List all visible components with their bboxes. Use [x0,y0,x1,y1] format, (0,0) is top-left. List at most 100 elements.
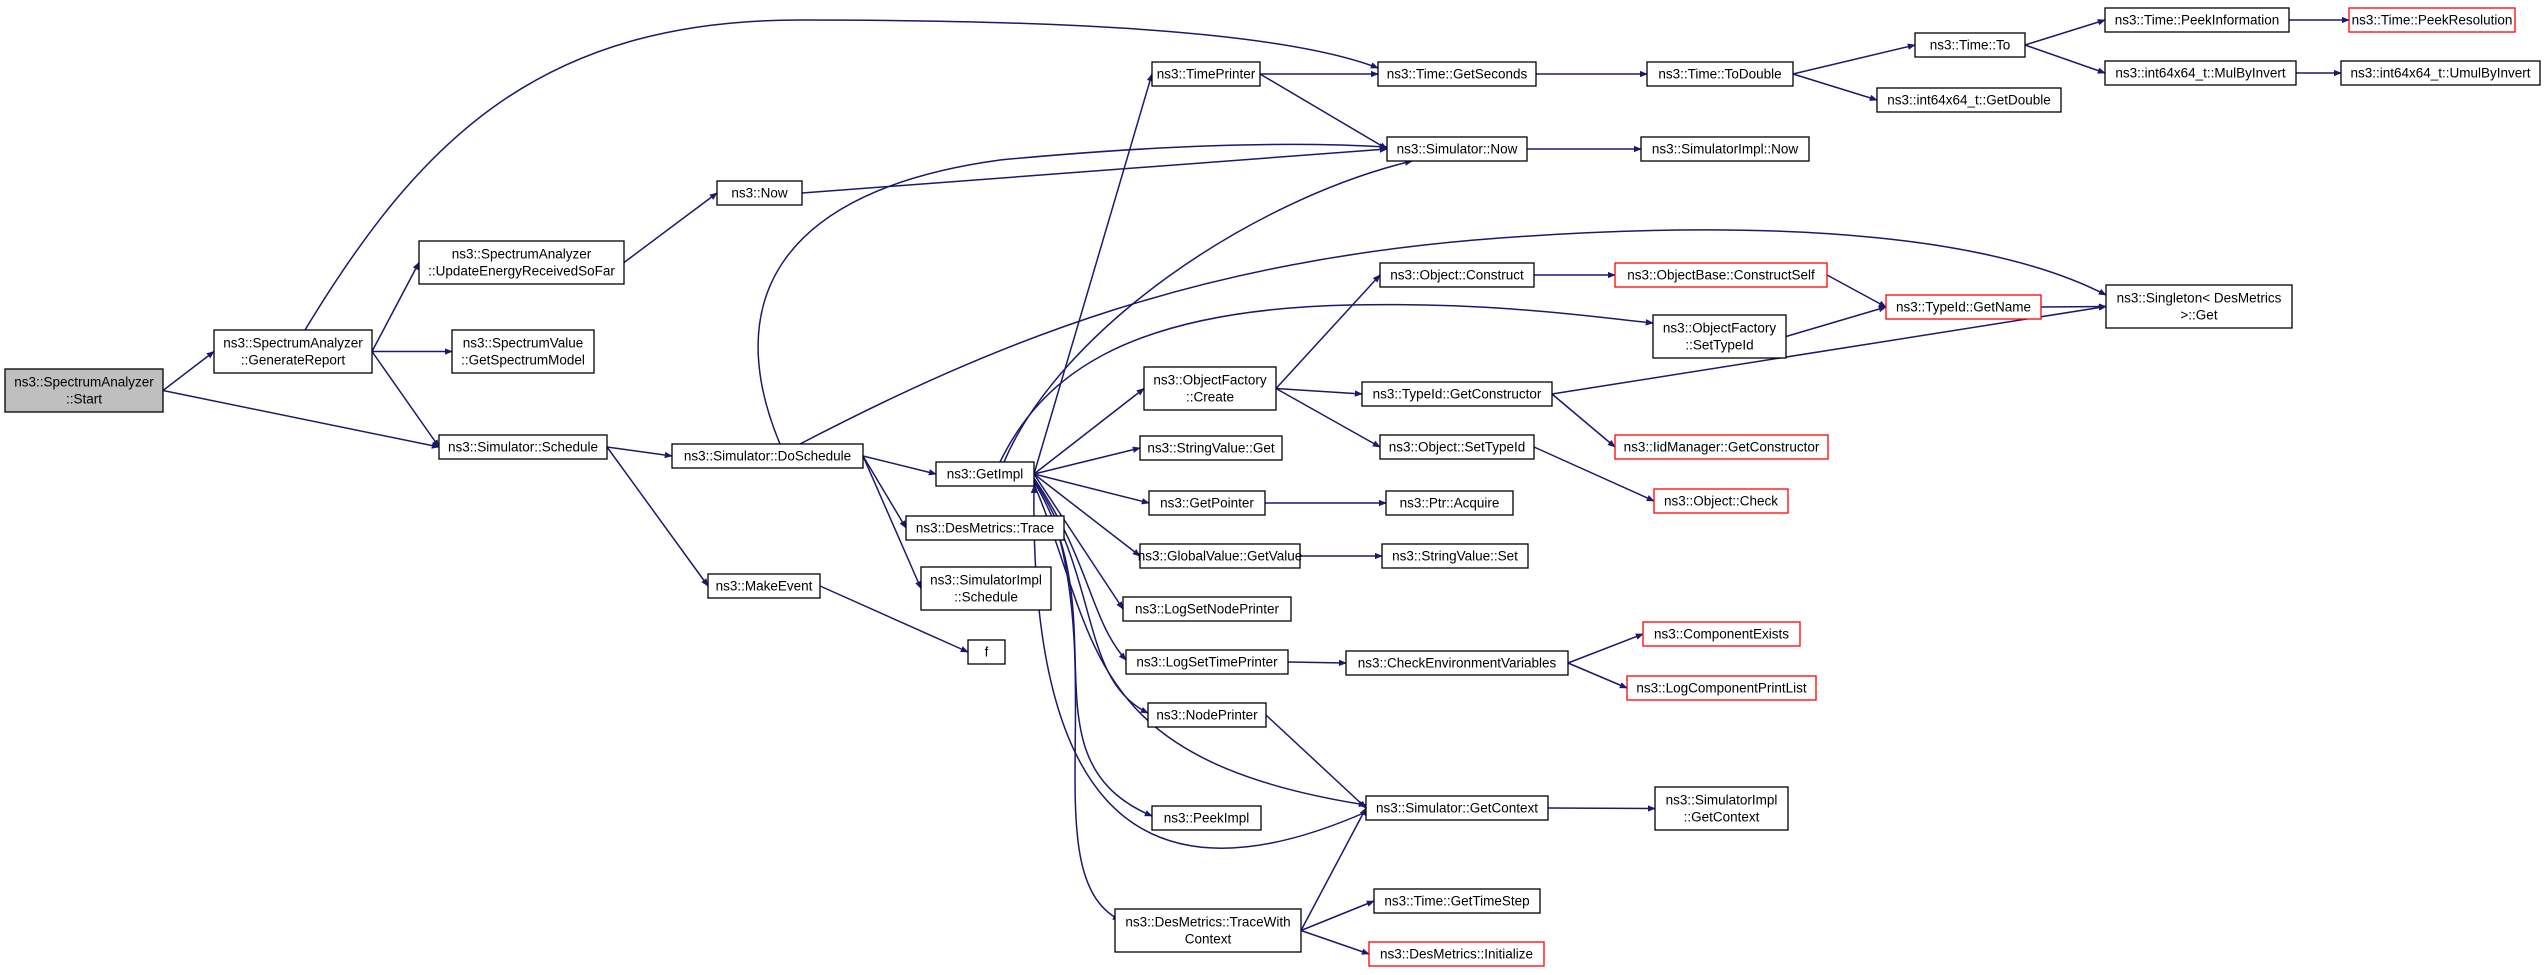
node-int64umulbyinvert[interactable]: ns3::int64x64_t::UmulByInvert [2340,60,2541,86]
node-iidmanagergetconstructor[interactable]: ns3::IidManager::GetConstructor [1614,434,1829,460]
node-label: ::Start [66,392,102,407]
edge-tracewithcontext-to-simgetcontext [1300,807,1367,931]
node-makeevent[interactable]: ns3::MakeEvent [707,573,821,599]
node-label: ns3::SpectrumAnalyzer [452,247,592,262]
node-globalvalueget[interactable]: ns3::GlobalValue::GetValue [1138,543,1303,569]
edge-timeto-to-int64mulbyinvert [2024,44,2106,74]
node-desmetricstrace[interactable]: ns3::DesMetrics::Trace [905,515,1065,541]
node-objconstruct[interactable]: ns3::Object::Construct [1379,262,1535,288]
node-label: ns3::Simulator::GetContext [1376,801,1538,816]
node-timepeekresolution[interactable]: ns3::Time::PeekResolution [2348,7,2516,33]
edge-now-to-simnow [801,146,1388,194]
node-box [1139,435,1283,461]
node-timegetseconds[interactable]: ns3::Time::GetSeconds [1377,61,1537,87]
node-getimpl[interactable]: ns3::GetImpl [935,461,1035,487]
node-box [1368,941,1545,967]
node-label: ns3::int64x64_t::GetDouble [1887,93,2051,108]
node-label: ns3::int64x64_t::MulByInvert [2115,66,2286,81]
node-box [1914,32,2026,58]
node-label: ns3::SimulatorImpl::Now [1652,142,1799,157]
node-now[interactable]: ns3::Now [716,180,803,206]
node-singletonget[interactable]: ns3::Singleton< DesMetrics >::Get [2105,284,2293,329]
node-logcomponentprintlist[interactable]: ns3::LogComponentPrintList [1626,675,1817,701]
edge-doschedule-to-simnow [757,143,1388,445]
node-label: ns3::int64x64_t::UmulByInvert [2350,66,2530,81]
node-stringvalueset[interactable]: ns3::StringValue::Set [1381,543,1529,569]
node-label: ns3::Simulator::DoSchedule [684,449,851,464]
node-logsettimeprinter[interactable]: ns3::LogSetTimePrinter [1125,649,1289,675]
node-simimplschedule[interactable]: ns3::SimulatorImpl::Schedule [920,566,1052,611]
edge-getimpl-to-stringvalueget [1033,446,1141,475]
node-box [2105,284,2293,329]
node-box [1147,702,1267,728]
node-typeidgetname[interactable]: ns3::TypeId::GetName [1885,294,2042,320]
edge-doschedule-to-getimpl [862,455,937,476]
node-box [1148,490,1266,516]
node-updateenergy[interactable]: ns3::SpectrumAnalyzer::UpdateEnergyRecei… [418,240,625,285]
node-objfactorycreate[interactable]: ns3::ObjectFactory::Create [1143,366,1277,411]
node-label: ns3::CheckEnvironmentVariables [1358,656,1557,671]
node-label: ns3::ObjectFactory [1663,321,1777,336]
node-timeto[interactable]: ns3::Time::To [1914,32,2026,58]
node-genreport[interactable]: ns3::SpectrumAnalyzer::GenerateReport [213,329,373,374]
node-box [671,443,864,469]
edge-objfactorycreate-to-objsettypeid [1275,387,1381,448]
node-label: ns3::ObjectFactory [1153,373,1267,388]
node-label: ns3::Time::PeekInformation [2115,13,2280,28]
node-label: ns3::Singleton< DesMetrics [2117,291,2282,306]
node-componentexists[interactable]: ns3::ComponentExists [1642,621,1801,647]
node-simimplgetcontext[interactable]: ns3::SimulatorImpl::GetContext [1654,786,1789,831]
node-objbaseconstructself[interactable]: ns3::ObjectBase::ConstructSelf [1614,262,1828,288]
node-simnow[interactable]: ns3::Simulator::Now [1386,136,1528,162]
node-label: ns3::Object::Check [1664,494,1778,509]
node-simimplnow[interactable]: ns3::SimulatorImpl::Now [1640,136,1810,162]
node-box [2104,60,2297,86]
node-checkenv[interactable]: ns3::CheckEnvironmentVariables [1345,650,1569,676]
node-timegettimestep[interactable]: ns3::Time::GetTimeStep [1373,888,1541,914]
node-box [1365,795,1549,821]
node-schedule[interactable]: ns3::Simulator::Schedule [438,434,608,460]
edge-objsettypeid-to-objcheck [1533,446,1655,502]
edge-typeidgetconstructor-to-singletonget [1551,304,2107,395]
edge-genreport-to-schedule [371,351,440,448]
node-start[interactable]: ns3::SpectrumAnalyzer::Start [4,368,164,413]
node-objfactorysettypeid[interactable]: ns3::ObjectFactory::SetTypeId [1652,314,1787,359]
node-label: ns3::Simulator::Now [1397,142,1518,157]
node-box [2340,60,2541,86]
node-objcheck[interactable]: ns3::Object::Check [1653,488,1789,514]
node-ptracquire[interactable]: ns3::Ptr::Acquire [1385,490,1514,516]
edge-typeidgetconstructor-to-iidmanagergetconstructor [1551,393,1616,448]
node-label: ns3::SpectrumAnalyzer [223,336,363,351]
node-label: f [985,645,989,660]
edge-start-to-schedule [162,389,440,449]
node-box [1379,434,1535,460]
node-int64getdouble[interactable]: ns3::int64x64_t::GetDouble [1876,87,2062,113]
node-label: ns3::SimulatorImpl [1666,793,1778,808]
node-label: ns3::SpectrumValue [463,336,584,351]
node-box [1876,87,2062,113]
edge-getimpl-to-objfactorysettypeid [999,303,1654,463]
node-int64mulbyinvert[interactable]: ns3::int64x64_t::MulByInvert [2104,60,2297,86]
node-getpointer[interactable]: ns3::GetPointer [1148,490,1266,516]
node-box [716,180,803,206]
edge-doschedule-to-desmetricstrace [862,455,907,529]
node-box [1642,621,1801,647]
node-timetodouble[interactable]: ns3::Time::ToDouble [1646,61,1794,87]
node-logsetnodeprinter[interactable]: ns3::LogSetNodePrinter [1122,596,1292,622]
node-peekimpl[interactable]: ns3::PeekImpl [1151,805,1262,831]
node-doschedule[interactable]: ns3::Simulator::DoSchedule [671,443,864,469]
node-nodeprinter[interactable]: ns3::NodePrinter [1147,702,1267,728]
node-f[interactable]: f [967,639,1006,665]
node-timeprinter[interactable]: ns3::TimePrinter [1151,61,1261,87]
node-simgetcontext[interactable]: ns3::Simulator::GetContext [1365,795,1549,821]
node-stringvalueget[interactable]: ns3::StringValue::Get [1139,435,1283,461]
node-box [438,434,608,460]
node-typeidgetconstructor[interactable]: ns3::TypeId::GetConstructor [1361,381,1553,407]
node-objsettypeid[interactable]: ns3::Object::SetTypeId [1379,434,1535,460]
node-box [1379,262,1535,288]
node-desmetricsinit[interactable]: ns3::DesMetrics::Initialize [1368,941,1545,967]
edges-layer [162,16,2350,955]
node-getspectrummodel[interactable]: ns3::SpectrumValue::GetSpectrumModel [451,329,595,374]
node-timepeekinformation[interactable]: ns3::Time::PeekInformation [2104,7,2290,33]
